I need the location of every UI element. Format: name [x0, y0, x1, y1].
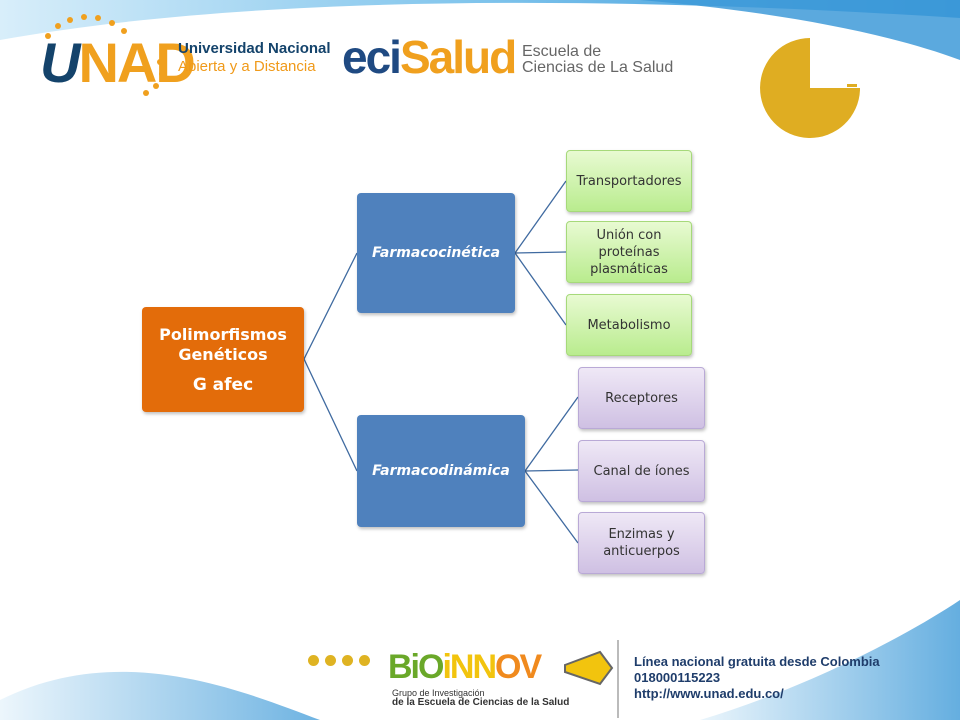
- top-swoosh-right: [640, 0, 960, 60]
- leaf-node-union-proteinas: Unión con proteínas plasmáticas: [566, 221, 692, 283]
- unad-caption-line1: Universidad Nacional: [178, 40, 331, 57]
- unad-logo-text: UNAD: [40, 31, 196, 94]
- ecisalud-caption-line1: Escuela de: [522, 43, 602, 60]
- branch-node-label: Farmacodinámica: [372, 463, 510, 479]
- bottom-swoosh: [0, 671, 320, 720]
- bioinnova-caption-line1: Grupo de Investigación: [392, 688, 485, 698]
- root-node-subtitle: G afec: [192, 374, 254, 395]
- ecisalud-caption-line2: Ciencias de La Salud: [522, 59, 674, 76]
- unad-logo-caption: Universidad Nacional Abierta y a Distanc…: [178, 40, 331, 76]
- bioinnova-arrow: [564, 650, 614, 686]
- branch-node-farmacodinamica: Farmacodinámica: [357, 415, 525, 527]
- leaf-node-label: Canal de íones: [593, 463, 690, 479]
- contact-info: Línea nacional gratuita desde Colombia 0…: [634, 654, 960, 702]
- unad-caption-line2: Abierta y a Distancia: [178, 58, 316, 75]
- dot: [325, 655, 336, 666]
- branch-node-farmacocinetica: Farmacocinética: [357, 193, 515, 313]
- dot: [359, 655, 370, 666]
- dot: [342, 655, 353, 666]
- unad-logo-dots: [45, 14, 165, 96]
- leaf-node-enzimas-anticuerpos: Enzimas y anticuerpos: [578, 512, 705, 574]
- top-swoosh: [0, 0, 960, 40]
- leaf-node-label: Receptores: [605, 390, 678, 406]
- leaf-node-receptores: Receptores: [578, 367, 705, 429]
- leaf-node-label: Unión con proteínas plasmáticas: [590, 227, 668, 277]
- root-node-title: Polimorfismos Genéticos: [159, 324, 287, 364]
- bioinnova-caption: Grupo de Investigación de la Escuela de …: [392, 688, 569, 708]
- bottom-swoosh-right: [700, 600, 960, 720]
- footer-dots: [308, 653, 376, 671]
- bioinnova-caption-line2: de la Escuela de Ciencias de la Salud: [392, 697, 570, 708]
- leaf-node-label: Enzimas y anticuerpos: [603, 527, 680, 559]
- connectors: [303, 180, 579, 544]
- leaf-node-label: Transportadores: [576, 173, 682, 189]
- leaf-node-transportadores: Transportadores: [566, 150, 692, 212]
- gold-circle-decoration: [760, 38, 860, 138]
- ecisalud-logo-caption: Escuela de Ciencias de La Salud: [522, 44, 673, 76]
- bioinnova-logo-text: BiOiNNOV: [388, 648, 542, 686]
- leaf-node-metabolismo: Metabolismo: [566, 294, 692, 356]
- leaf-node-label: Metabolismo: [587, 317, 671, 333]
- leaf-node-canal-iones: Canal de íones: [578, 440, 705, 502]
- contact-phone-line: Línea nacional gratuita desde Colombia 0…: [634, 654, 880, 685]
- dot: [308, 655, 319, 666]
- branch-node-label: Farmacocinética: [371, 245, 501, 261]
- contact-url-line: http://www.unad.edu.co/: [634, 686, 784, 701]
- root-node: Polimorfismos Genéticos G afec: [142, 307, 304, 412]
- ecisalud-logo-text: eciSalud: [342, 31, 517, 83]
